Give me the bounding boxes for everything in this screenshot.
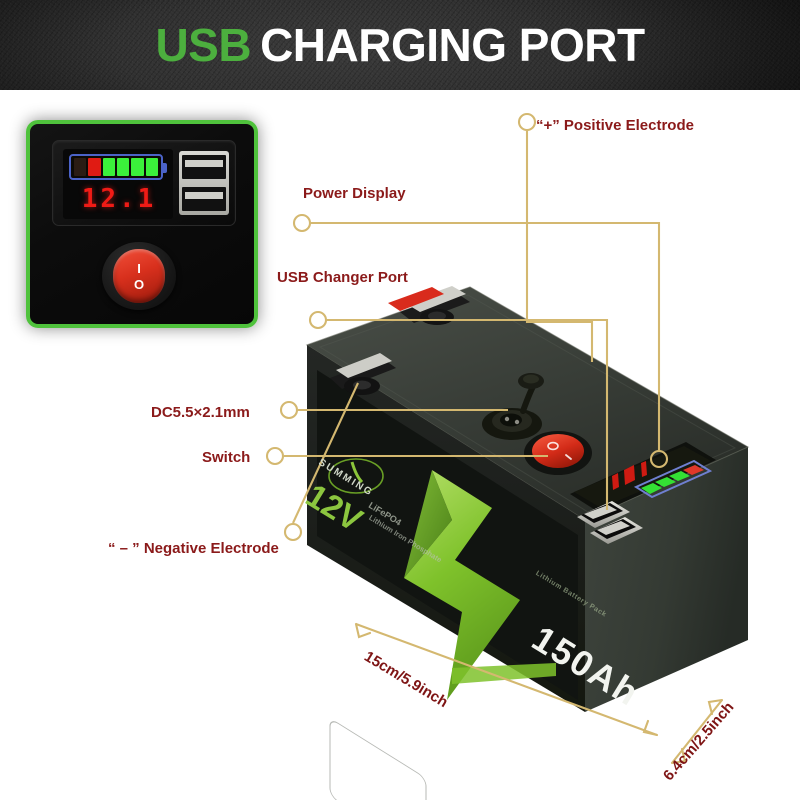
power-rocker-switch [524, 431, 592, 475]
switch-on-mark: I [137, 260, 141, 276]
power-switch-closeup: I O [102, 242, 176, 310]
usb-port-upper [182, 155, 226, 179]
title-usb: USB [155, 19, 252, 71]
usb-port-lower [182, 187, 226, 211]
switch-off-mark: O [133, 276, 145, 292]
title-charging-port: CHARGING PORT [260, 19, 645, 71]
header-banner: USB CHARGING PORT [0, 0, 800, 90]
rocker-switch-button [532, 434, 584, 468]
side-battery-gauge [633, 459, 713, 499]
side-usb-ports [577, 501, 643, 544]
page-title: USB CHARGING PORT [0, 0, 800, 90]
closeup-display-screen: 12.1 [63, 149, 173, 219]
rocker-button: I O [113, 249, 165, 303]
dual-usb-ports-icon [179, 151, 229, 215]
header-vignette [0, 0, 800, 90]
usb-port-closeup-photo: 12.1 I O [26, 120, 258, 328]
callout-label-usb-changer-port: USB Changer Port [277, 269, 408, 286]
side-voltage-readout [612, 461, 647, 490]
callout-label-negative-electrode: “ – ” Negative Electrode [108, 540, 279, 557]
certification-icons-frame [329, 721, 427, 800]
callout-label-switch: Switch [202, 449, 251, 466]
lightning-bolt-graphic [404, 470, 520, 700]
positive-polarity-marker [388, 287, 444, 311]
callout-label-positive-electrode: “+” Positive Electrode [536, 117, 694, 134]
callout-label-dc-jack: DC5.5×2.1mm [151, 404, 250, 421]
callout-label-power-display: Power Display [303, 185, 406, 202]
side-display-module [570, 442, 716, 544]
closeup-panel: 12.1 [52, 140, 236, 226]
voltage-readout: 12.1 [81, 184, 157, 214]
battery-gauge-icon [69, 154, 167, 180]
